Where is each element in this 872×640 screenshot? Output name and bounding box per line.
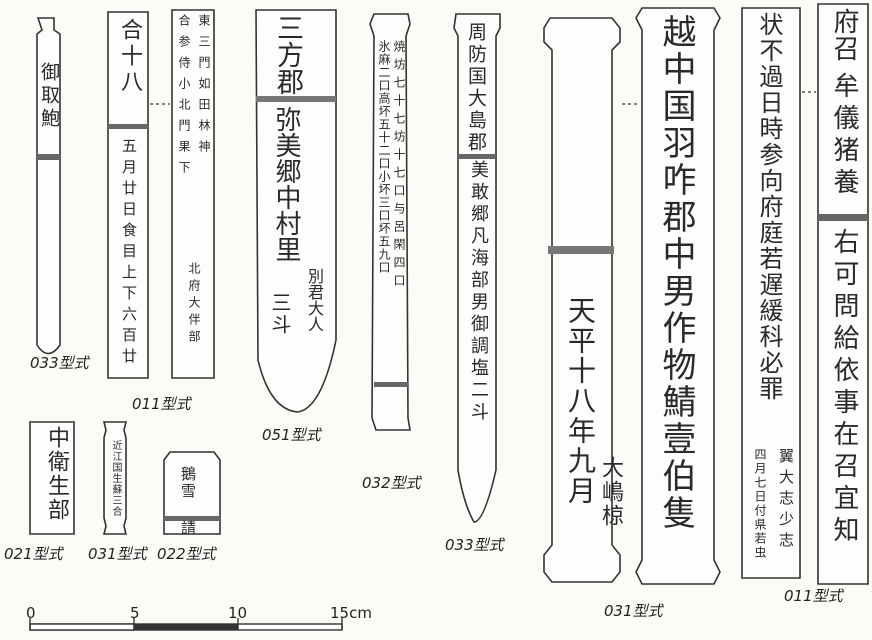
- cut-band-t10: [818, 214, 868, 221]
- tablet-text-t10b: 牟儀猪養: [829, 72, 859, 200]
- cut-band-t1: [37, 154, 60, 160]
- tablet-outline-t10: [817, 3, 869, 585]
- tablet-label-t12: 031型式: [88, 545, 147, 563]
- tablet-outline-t4: [255, 9, 337, 413]
- tablet-label-t9-t10: 011型式: [784, 587, 843, 605]
- tablet-text-t10a: 府召: [829, 8, 859, 62]
- tablet-text-t3a: 東三門如田林神: [197, 14, 211, 161]
- tablet-text-t4c: 別君大人: [305, 268, 324, 332]
- tablet-label-t5: 032型式: [362, 474, 421, 492]
- tablet-outline-t8: [635, 7, 721, 585]
- cut-band-t5: [374, 382, 408, 387]
- tablet-text-t7b: 大嶋椋: [598, 456, 623, 528]
- cut-band-t2: [108, 124, 148, 129]
- cut-band-t7: [548, 246, 614, 254]
- tablet-text-t3b: 合参侍小北門果下: [177, 14, 191, 182]
- tablet-text-t10c: 右可問給依事在召宜知: [829, 228, 859, 548]
- tablet-outline-t1: [36, 17, 61, 355]
- tablet-outline-t9: [741, 7, 801, 579]
- tablet-label-t6: 033型式: [445, 536, 504, 554]
- cut-band-t13: [164, 516, 220, 521]
- scale-bar: [29, 618, 343, 631]
- tablet-label-t4: 051型式: [262, 426, 321, 444]
- scale-tick-15cm: 15cm: [330, 604, 372, 622]
- scale-tick-5: 5: [130, 604, 140, 622]
- tablet-outline-t5: [369, 13, 411, 431]
- tablet-text-t9a: 状不過日時参向府庭若遅緩科必罪: [755, 12, 783, 402]
- tablet-text-t2a: 合十八: [117, 18, 142, 96]
- tablet-outline-t7: [543, 17, 621, 583]
- cut-band-t6: [458, 154, 496, 159]
- tablet-label-t11: 021型式: [4, 545, 63, 563]
- tablet-outline-t3: [171, 9, 215, 379]
- tablet-outline-t6: [453, 13, 501, 523]
- tablet-outline-t13: [163, 451, 221, 535]
- cut-band-t4: [256, 96, 336, 102]
- tablet-label-t13: 022型式: [157, 545, 216, 563]
- tablet-text-t4a: 三方郡: [272, 14, 303, 95]
- tablet-text-t4b: 弥美郷中村里: [271, 106, 301, 262]
- scale-tick-10: 10: [228, 604, 248, 622]
- tablet-text-t6a: 周防国大島郡: [465, 22, 487, 154]
- tablet-text-t7a: 天平十八年九月: [564, 296, 597, 506]
- tablet-text-t1: 御取鮑: [38, 62, 60, 131]
- tablet-text-t13: 鵝雪 請: [179, 466, 197, 537]
- tablet-text-t2b: 五月廿日食目上下六百廿: [120, 138, 138, 369]
- tablet-outline-t12: [102, 421, 128, 535]
- tablet-outline-t11: [29, 421, 75, 535]
- tablet-label-t1: 033型式: [30, 354, 89, 372]
- tablet-label-t7-t8: 031型式: [604, 602, 663, 620]
- tablet-label-t2-t3: 011型式: [132, 395, 191, 413]
- tablet-text-t8: 越中国羽咋郡中男作物鯖壹伯隻: [656, 14, 696, 532]
- tablet-text-t5a: 焼坊七十七坊十七口与呂閑四口: [392, 40, 406, 292]
- tablet-text-t3c: 北府大伴部: [187, 262, 201, 347]
- tablet-text-t9b: 翼大志少志: [777, 448, 795, 553]
- tablet-text-t11: 中衛生部: [44, 426, 69, 522]
- scale-tick-0: 0: [26, 604, 36, 622]
- tablet-text-t4d: 三斗: [268, 292, 292, 336]
- tablet-text-t6b: 美敢郷凡海部男御調塩二斗: [468, 160, 489, 424]
- tablet-text-t12: 近江国生蘇三合: [110, 440, 121, 517]
- tablet-text-t9c: 四月七日付県若虫: [753, 448, 767, 560]
- tablet-outline-t2: [107, 11, 149, 379]
- tablet-text-t5b: 氷麻二口高坏五十二口小坏三口坏五九口: [377, 40, 391, 274]
